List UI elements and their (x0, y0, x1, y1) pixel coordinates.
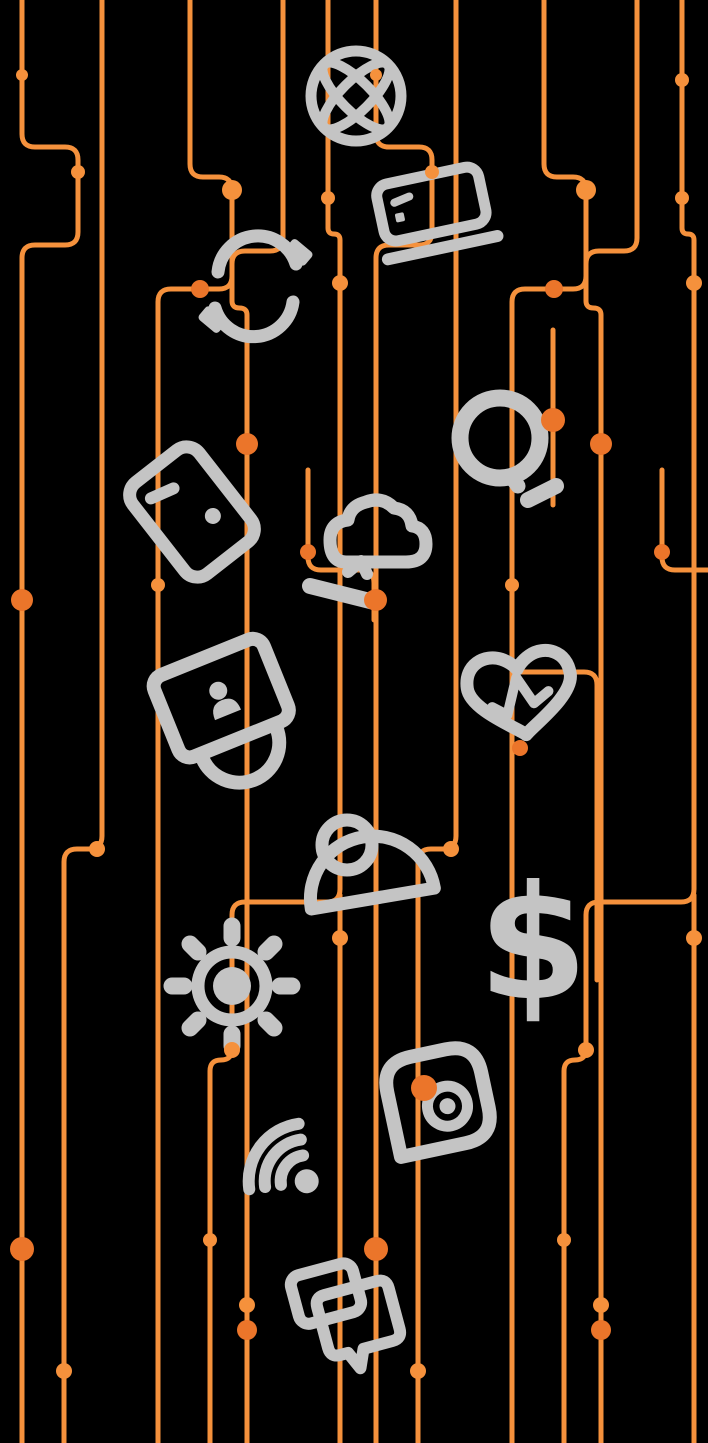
circuit-node (411, 1075, 437, 1101)
circuit-node (332, 275, 348, 291)
circuit-trace (305, 467, 377, 623)
circuit-node (300, 544, 316, 560)
circuit-trace (229, 0, 286, 1443)
monitor-user-icon (146, 631, 296, 790)
circuit-node (11, 589, 33, 611)
circuit-node (237, 1320, 257, 1340)
tablet-icon (123, 440, 261, 584)
gear-icon (163, 917, 301, 1055)
circuit-node (332, 930, 348, 946)
circuit-node (239, 1297, 255, 1313)
circuit-node (203, 1233, 217, 1247)
circuit-trace (19, 0, 81, 1443)
circuit-nodes-extra (411, 73, 689, 1101)
circuit-node (151, 578, 165, 592)
circuit-node (675, 73, 689, 87)
circuit-node (321, 191, 335, 205)
circuit-node (191, 280, 209, 298)
circuit-node (16, 69, 28, 81)
circuit-node (89, 841, 105, 857)
circuit-node (10, 1237, 34, 1261)
circuit-node (56, 1363, 72, 1379)
circuit-node (71, 165, 85, 179)
circuit-node (512, 740, 528, 756)
circuit-trace (207, 0, 343, 1443)
sync-icon (198, 229, 313, 344)
circuit-trace (61, 0, 105, 1443)
location-pin-icon (379, 1041, 497, 1164)
circuit-trace (155, 0, 235, 1443)
circuit-node (224, 1042, 240, 1058)
circuit-node (222, 180, 242, 200)
search-icon (451, 389, 564, 508)
icons-layer: $ (123, 45, 588, 1375)
credit-card-icon (371, 161, 504, 266)
chat-bubble-icon (284, 1257, 407, 1375)
dollar-icon: $ (478, 852, 588, 1036)
circuit-node (541, 408, 565, 432)
globe-icon (305, 45, 407, 147)
heart-pulse-icon (460, 643, 577, 742)
circuit-half (19, 0, 377, 1443)
person-icon (303, 813, 441, 916)
circuit-trace (513, 669, 600, 983)
cloud-upload-icon (302, 493, 433, 610)
circuit-node (236, 433, 258, 455)
wifi-icon (242, 1117, 319, 1196)
